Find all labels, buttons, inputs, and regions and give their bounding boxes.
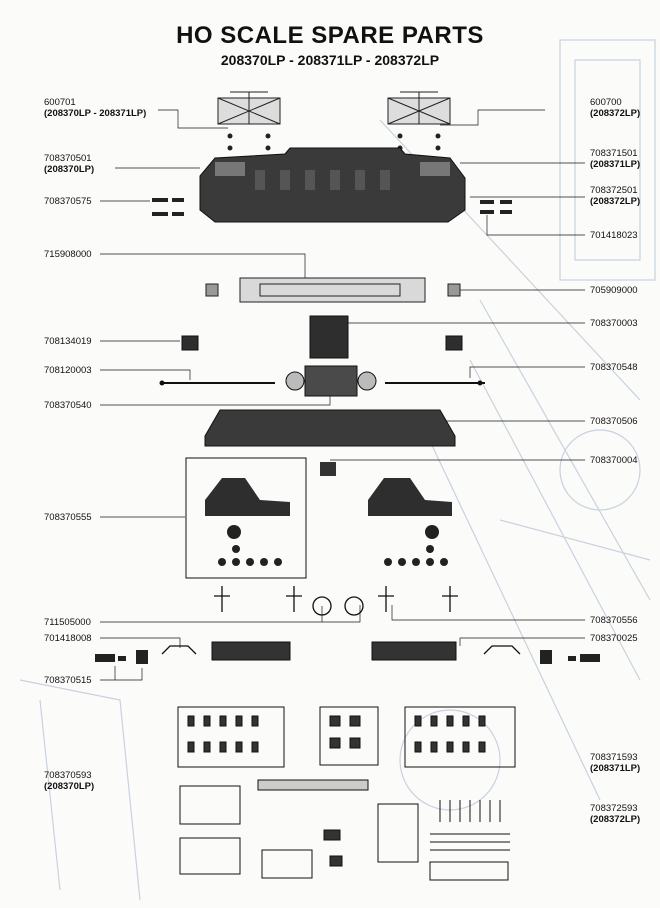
couplers xyxy=(95,650,600,664)
background-watermark xyxy=(19,39,656,901)
label-708370506: 708370506 xyxy=(590,416,638,427)
label-708370003: 708370003 xyxy=(590,318,638,329)
lower-frame xyxy=(204,409,456,476)
small-handrail-parts xyxy=(152,198,512,216)
label-708371501: 708371501(208371LP) xyxy=(590,148,641,170)
label-708370556: 708370556 xyxy=(590,615,638,626)
locomotive-body-shell xyxy=(199,147,466,223)
label-708372593: 708372593(208372LP) xyxy=(590,803,641,825)
label-708370501: 708370501(208370LP) xyxy=(44,153,95,175)
label-701418023: 701418023 xyxy=(590,230,638,241)
bogie-box xyxy=(185,457,452,579)
label-708370515: 708370515 xyxy=(44,675,92,686)
label-600701: 600701(208370LP - 208371LP) xyxy=(44,97,147,119)
label-705909000: 705909000 xyxy=(590,285,638,296)
chassis-plate xyxy=(205,277,461,303)
label-708370004: 708370004 xyxy=(590,455,638,466)
label-708120003: 708120003 xyxy=(44,365,92,376)
label-701418008: 701418008 xyxy=(44,633,92,644)
label-708372501: 708372501(208372LP) xyxy=(590,185,641,207)
label-708134019: 708134019 xyxy=(44,336,92,347)
motor-assembly xyxy=(159,315,485,397)
label-708370575: 708370575 xyxy=(44,196,92,207)
bogie-side-frames xyxy=(161,641,521,661)
page-title: HO SCALE SPARE PARTS xyxy=(176,22,484,49)
pantograph-left xyxy=(217,91,281,151)
label-708370025: 708370025 xyxy=(590,633,638,644)
leader-lines xyxy=(100,109,585,681)
label-715908000: 715908000 xyxy=(44,249,92,260)
label-708371593: 708371593(208371LP) xyxy=(590,752,641,774)
label-708370593: 708370593(208370LP) xyxy=(44,770,95,792)
label-600700: 600700(208372LP) xyxy=(590,97,641,119)
page-subtitle: 208370LP - 208371LP - 208372LP xyxy=(220,52,440,68)
label-708370548: 708370548 xyxy=(590,362,638,373)
wheelsets xyxy=(214,586,458,616)
label-711505000: 711505000 xyxy=(44,617,91,628)
detail-sprues xyxy=(177,706,516,881)
label-708370555: 708370555 xyxy=(44,512,92,523)
pantograph-right xyxy=(387,91,451,151)
label-708370540: 708370540 xyxy=(44,400,92,411)
